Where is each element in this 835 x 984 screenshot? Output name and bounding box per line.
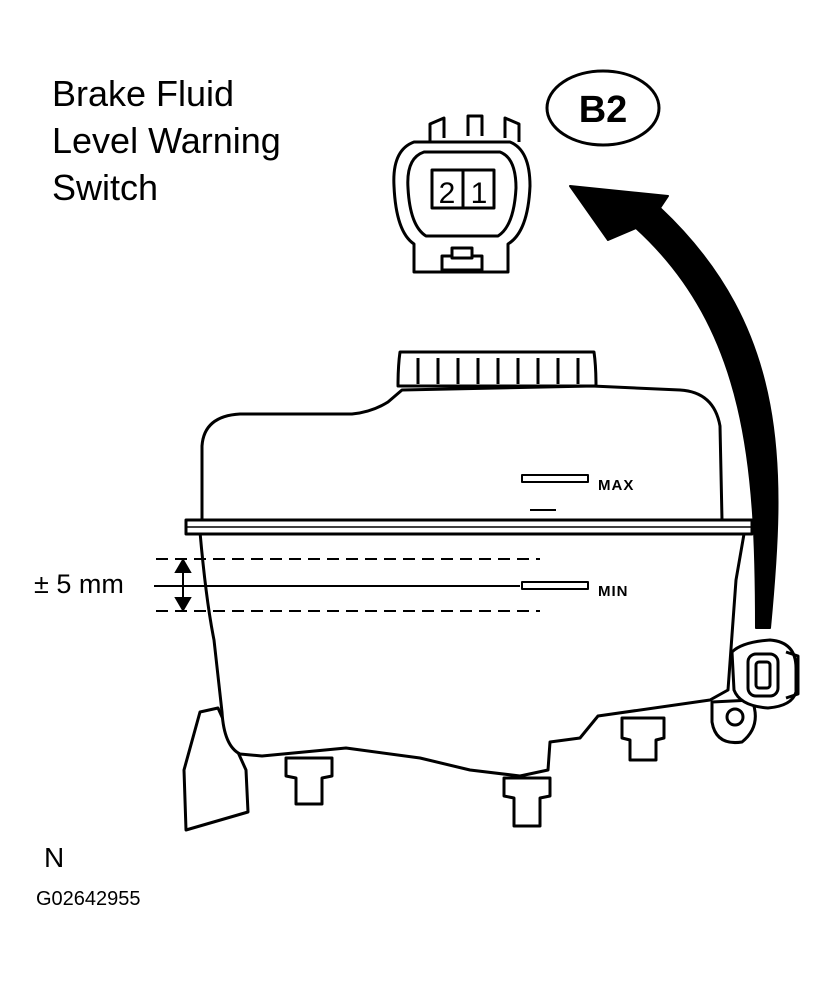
connector-code-label: B2 <box>579 89 628 131</box>
tolerance-label: ± 5 mm <box>34 569 124 599</box>
connector-pin-2-label: 2 <box>439 177 456 210</box>
connector-pin-1-label: 1 <box>471 177 488 210</box>
title-line-2: Level Warning <box>52 120 281 161</box>
figure-id-label: G02642955 <box>36 888 141 910</box>
brake-fluid-reservoir-icon <box>182 350 800 832</box>
location-arrow-icon <box>569 185 779 629</box>
min-label: MIN <box>598 583 629 600</box>
footnote-label: N <box>44 842 65 873</box>
title-line-1: Brake Fluid <box>52 73 235 114</box>
title-line-3: Switch <box>52 167 159 208</box>
max-label: MAX <box>598 477 634 494</box>
connector-face-icon: 2 1 <box>392 114 532 274</box>
tolerance-indicator <box>154 558 540 612</box>
connector-code-bubble: B2 <box>545 69 661 147</box>
